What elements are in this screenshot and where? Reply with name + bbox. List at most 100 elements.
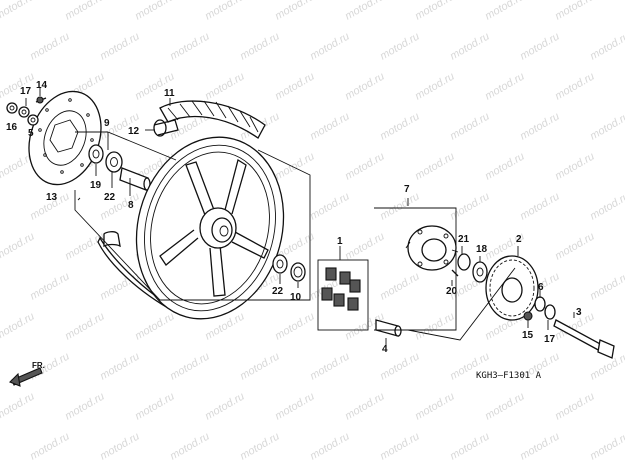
watermark-text: motod.ru [273, 390, 317, 422]
watermark-text: motod.ru [483, 390, 527, 422]
watermark-text: motod.ru [553, 230, 597, 262]
label-part-7: 7 [404, 184, 410, 195]
watermark-text: motod.ru [378, 350, 422, 382]
right-bearings [272, 254, 306, 282]
label-part-18: 18 [476, 244, 488, 255]
watermark-text: motod.ru [168, 350, 212, 382]
watermark-text: motod.ru [308, 110, 352, 142]
watermark-text: motod.ru [0, 230, 37, 262]
watermark-text: motod.ru [378, 190, 422, 222]
watermark-text: motod.ru [273, 70, 317, 102]
watermark-text: motod.ru [518, 190, 562, 222]
watermark-text: motod.ru [343, 230, 387, 262]
watermark-text: motod.ru [63, 0, 107, 23]
label-part-16: 16 [6, 122, 18, 133]
driven-sprocket [485, 255, 539, 321]
watermark-text: motod.ru [378, 30, 422, 62]
watermark-text: motod.ru [343, 0, 387, 23]
watermark-text: motod.ru [203, 390, 247, 422]
label-part-13: 13 [46, 192, 58, 203]
watermark-text: motod.ru [133, 310, 177, 342]
watermark-text: motod.ru [308, 430, 352, 462]
watermark-text: motod.ru [63, 310, 107, 342]
watermark-text: motod.ru [343, 150, 387, 182]
watermark-text: motod.ru [343, 70, 387, 102]
watermark-text: motod.ru [553, 150, 597, 182]
label-part-12: 12 [128, 126, 140, 137]
watermark-text: motod.ru [413, 150, 457, 182]
final-driven-flange [374, 207, 488, 331]
label-part-4: 4 [382, 344, 388, 355]
watermark-text: motod.ru [98, 430, 142, 462]
watermark-text: motod.ru [448, 190, 492, 222]
wheel-rim [97, 136, 285, 320]
tube-valve [153, 119, 179, 137]
label-part-22b: 22 [272, 286, 284, 297]
axle-hardware [523, 296, 615, 359]
watermark-text: motod.ru [168, 430, 212, 462]
watermark-text: motod.ru [588, 30, 625, 62]
watermark-text: motod.ru [0, 310, 37, 342]
watermark-text: motod.ru [308, 190, 352, 222]
watermark-text: motod.ru [308, 30, 352, 62]
left-bearings [88, 144, 151, 191]
label-part-3: 3 [576, 307, 582, 318]
watermark-text: motod.ru [133, 390, 177, 422]
label-part-17a: 17 [20, 86, 32, 97]
watermark-text: motod.ru [168, 30, 212, 62]
watermark-text: motod.ru [63, 390, 107, 422]
front-direction-icon [9, 367, 43, 387]
watermark-text: motod.ru [518, 110, 562, 142]
collar [375, 319, 402, 337]
label-part-14: 14 [36, 80, 48, 91]
diagram-code: KGH3—F1301 A [476, 371, 542, 381]
watermark-text: motod.ru [238, 30, 282, 62]
watermark-text: motod.ru [413, 390, 457, 422]
watermark-text: motod.ru [448, 110, 492, 142]
watermark-text: motod.ru [518, 30, 562, 62]
watermark-text: motod.ru [203, 0, 247, 23]
watermark-text: motod.ru [0, 0, 37, 23]
watermark-text: motod.ru [588, 270, 625, 302]
label-part-11: 11 [164, 88, 175, 99]
watermark-text: motod.ru [0, 390, 37, 422]
watermark-text: motod.ru [623, 0, 625, 23]
watermark-text: motod.ru [448, 30, 492, 62]
watermark-text: motod.ru [378, 110, 422, 142]
watermark-text: motod.ru [588, 430, 625, 462]
watermark-text: motod.ru [238, 430, 282, 462]
watermark-text: motod.ru [588, 190, 625, 222]
watermark-text: motod.ru [483, 150, 527, 182]
watermark-text: motod.ru [28, 30, 72, 62]
label-part-2: 2 [516, 234, 522, 245]
watermark-text: motod.ru [343, 390, 387, 422]
watermark-text: motod.ru [483, 0, 527, 23]
label-part-17b: 17 [544, 334, 556, 345]
label-part-22a: 22 [104, 192, 116, 203]
watermark-text: motod.ru [553, 390, 597, 422]
watermark-text: motod.ru [588, 110, 625, 142]
watermark-text: motod.ru [133, 0, 177, 23]
disc-bolts [6, 96, 47, 126]
label-part-21: 21 [458, 234, 470, 245]
watermark-text: motod.ru [378, 270, 422, 302]
label-part-6: 6 [538, 282, 544, 293]
label-part-9: 9 [104, 118, 110, 129]
watermark-text: motod.ru [553, 0, 597, 23]
watermark-text: motod.ru [273, 310, 317, 342]
watermark-text: motod.ru [378, 430, 422, 462]
watermark-text: motod.ru [413, 70, 457, 102]
label-part-10: 10 [290, 292, 302, 303]
label-part-19: 19 [90, 180, 102, 191]
label-part-20: 20 [446, 286, 458, 297]
watermark-text: motod.ru [98, 30, 142, 62]
watermark-text: motod.ru [483, 70, 527, 102]
label-part-1: 1 [337, 236, 343, 247]
part-labels: 1 2 3 4 5 6 7 8 9 10 11 12 13 14 15 16 1… [6, 80, 582, 355]
watermark-text: motod.ru [238, 350, 282, 382]
watermark-text: motod.ru [518, 430, 562, 462]
direction-label: FR. [32, 361, 45, 370]
watermark-text: motod.ru [98, 350, 142, 382]
